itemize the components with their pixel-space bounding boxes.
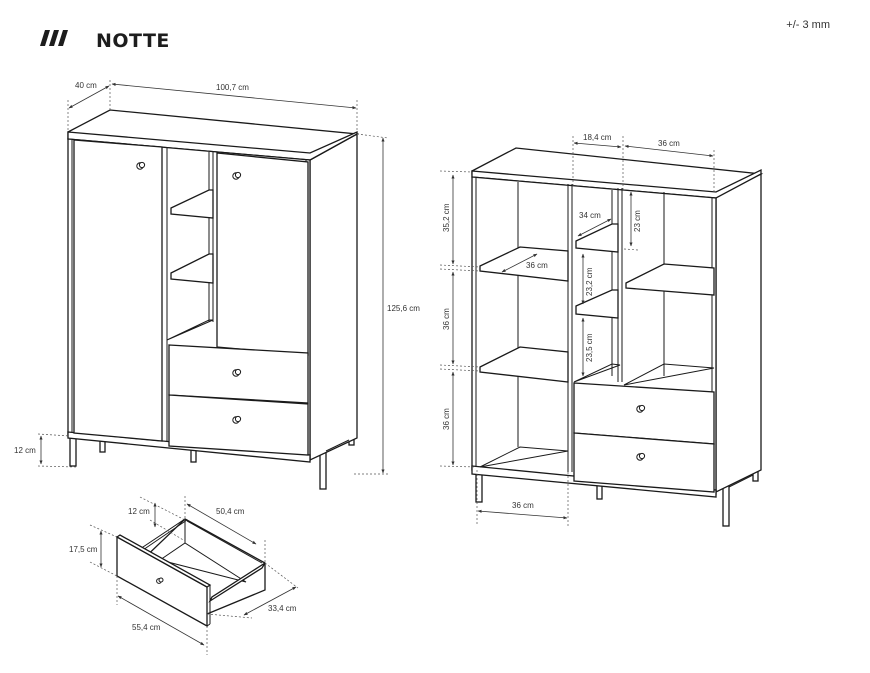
open-cabinet-view bbox=[439, 136, 764, 528]
dim-left-col-36: 36 cm bbox=[512, 501, 534, 510]
dim-drawer-55-4: 55,4 cm bbox=[132, 623, 161, 632]
dim-left-shelf-depth-36: 36 cm bbox=[526, 261, 548, 270]
dim-right-top-23: 23 cm bbox=[633, 210, 642, 232]
dim-left-bottom-36: 36 cm bbox=[442, 408, 451, 430]
dim-height-125-6: 125,6 cm bbox=[387, 304, 420, 313]
dim-left-mid-36: 36 cm bbox=[442, 308, 451, 330]
dim-middle-23-2: 23,2 cm bbox=[585, 267, 594, 296]
drawer-view bbox=[89, 496, 299, 655]
dim-right-36: 36 cm bbox=[658, 139, 680, 148]
dim-drawer-17-5: 17,5 cm bbox=[69, 545, 98, 554]
tolerance-note: +/- 3 mm bbox=[786, 19, 830, 31]
dim-width-100-7: 100,7 cm bbox=[216, 83, 249, 92]
dim-middle-18-4: 18,4 cm bbox=[583, 133, 612, 142]
product-title: NOTTE bbox=[96, 30, 170, 52]
triple-slash-logo-icon bbox=[40, 30, 68, 46]
dim-left-top-35-2: 35,2 cm bbox=[442, 203, 451, 232]
dim-leg-12: 12 cm bbox=[14, 446, 36, 455]
closed-cabinet-view bbox=[37, 80, 389, 490]
dim-middle-shelf-34: 34 cm bbox=[579, 211, 601, 220]
brand-header: NOTTE bbox=[36, 30, 169, 52]
dim-drawer-12: 12 cm bbox=[128, 507, 150, 516]
dim-drawer-33-4: 33,4 cm bbox=[268, 604, 297, 613]
dim-middle-23-5: 23,5 cm bbox=[585, 333, 594, 362]
dim-drawer-50-4: 50,4 cm bbox=[216, 507, 245, 516]
dim-depth-40: 40 cm bbox=[75, 81, 97, 90]
